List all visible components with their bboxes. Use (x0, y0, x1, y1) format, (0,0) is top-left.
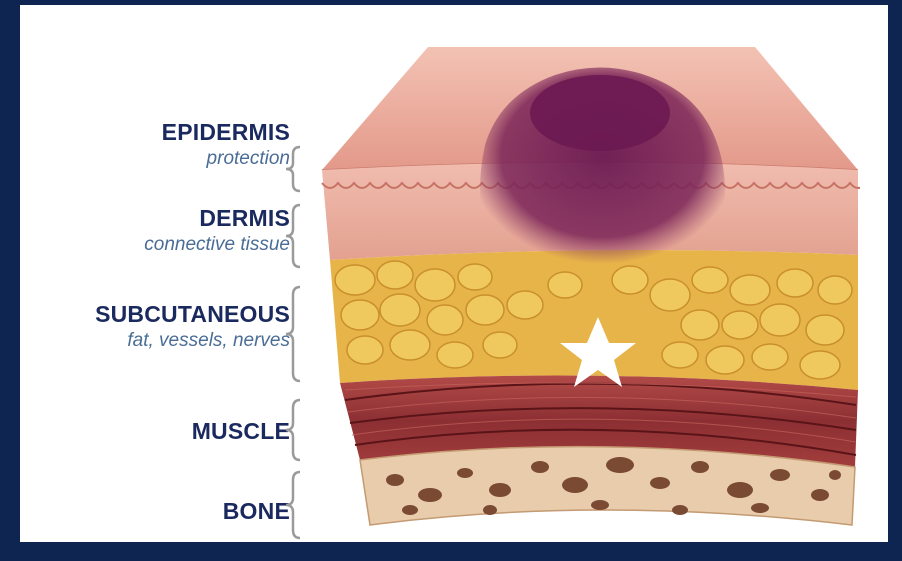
layer-labels: EPIDERMIS protection DERMIS connective t… (20, 5, 320, 542)
bone-title: BONE (223, 497, 290, 525)
dermis-title: DERMIS (144, 204, 290, 232)
muscle-title: MUSCLE (192, 417, 290, 445)
label-epidermis: EPIDERMIS protection (162, 118, 290, 172)
label-muscle: MUSCLE (192, 417, 290, 445)
epidermis-description: protection (162, 146, 290, 172)
dermis-description: connective tissue (144, 232, 290, 258)
label-subcutaneous: SUBCUTANEOUS fat, vessels, nerves (95, 300, 290, 354)
skin-cross-section (300, 5, 860, 542)
subcutaneous-description: fat, vessels, nerves (95, 328, 290, 354)
epidermis-title: EPIDERMIS (162, 118, 290, 146)
subcutaneous-title: SUBCUTANEOUS (95, 300, 290, 328)
label-dermis: DERMIS connective tissue (144, 204, 290, 258)
bone-layer (360, 447, 855, 525)
diagram-panel: EPIDERMIS protection DERMIS connective t… (20, 5, 888, 542)
label-bone: BONE (223, 497, 290, 525)
